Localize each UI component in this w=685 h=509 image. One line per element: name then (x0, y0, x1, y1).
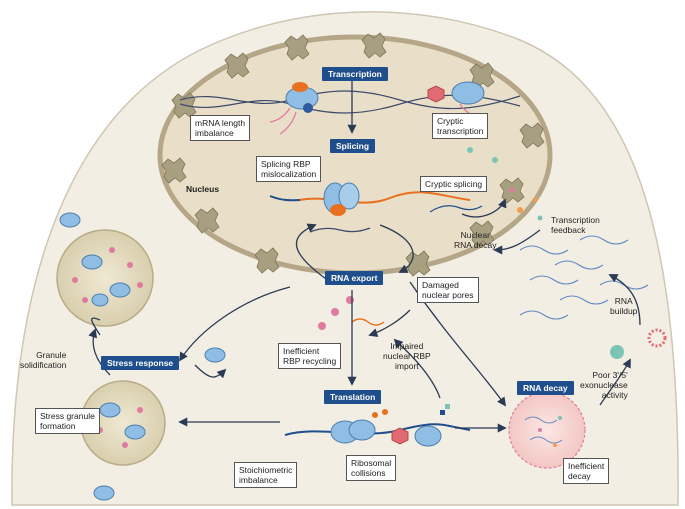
nuclear-decay-fragments (467, 147, 543, 221)
rna-decay-body (508, 391, 586, 469)
translation-machinery (284, 404, 471, 447)
splicing-machinery (269, 182, 483, 233)
rna-decay-label: RNA decay (517, 381, 574, 395)
translation-label: Translation (324, 390, 382, 404)
free-protein (93, 485, 115, 501)
nucleus-label: Nucleus (186, 184, 220, 194)
flow-arrows (88, 79, 641, 433)
exonuclease (610, 328, 667, 359)
free-protein (204, 347, 226, 363)
callout-cryptic-splicing: Cryptic splicing (420, 176, 488, 192)
free-protein (59, 212, 81, 228)
stress-granule-forming (80, 380, 166, 466)
splicing-label: Splicing (330, 139, 376, 153)
transcription-label: Transcription (322, 67, 388, 81)
stress-response-label: Stress response (101, 356, 180, 370)
transcription-machinery (285, 81, 485, 113)
stress-granule-solid (56, 229, 154, 327)
rna-export-label: RNA export (325, 271, 384, 285)
